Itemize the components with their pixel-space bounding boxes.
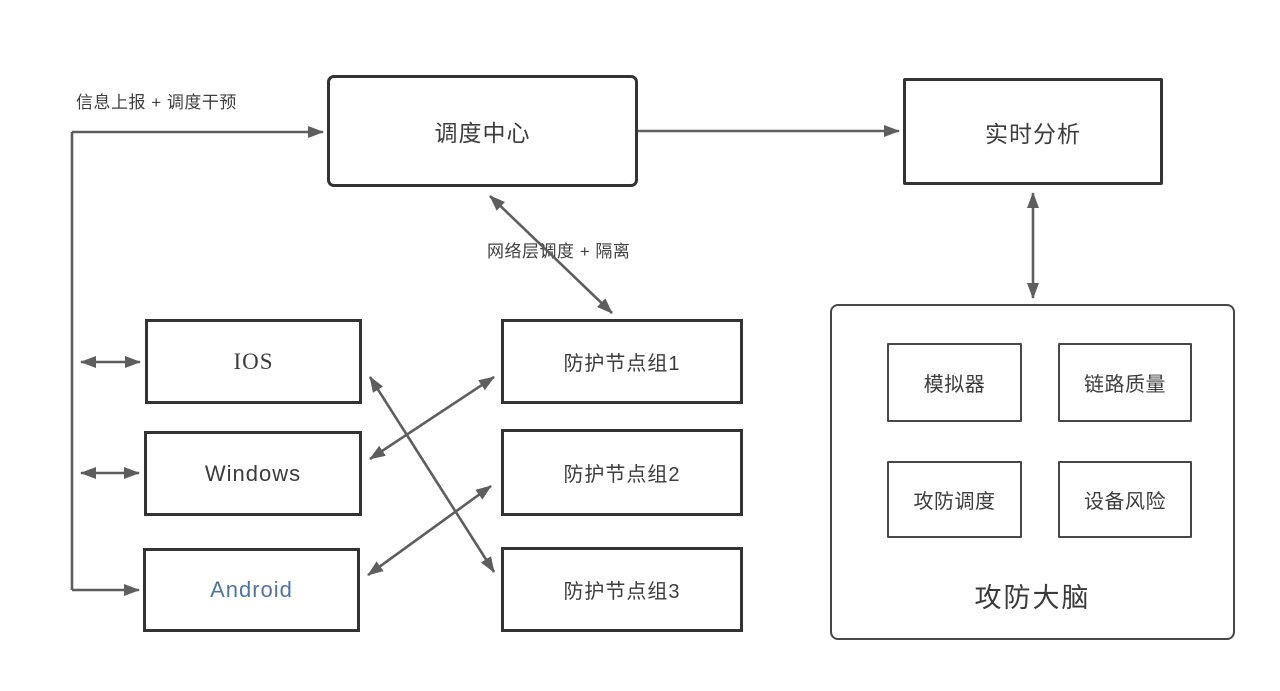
node-protect-group-3: 防护节点组3 [501,547,743,632]
edge-windows-group1 [369,375,495,461]
node-realtime-analysis: 实时分析 [903,78,1163,185]
edge-ios-group3 [368,376,496,573]
node-device-risk: 设备风险 [1058,461,1192,538]
edge-label-info-report: 信息上报 + 调度干预 [76,93,237,112]
edge-label-network-dispatch: 网络层调度 + 隔离 [487,242,631,261]
node-simulator: 模拟器 [887,343,1022,422]
node-protect-group-1: 防护节点组1 [501,319,743,404]
node-windows: Windows [144,431,362,516]
node-ios: IOS [145,319,362,404]
node-attack-defense-dispatch: 攻防调度 [887,461,1022,538]
node-link-quality: 链路质量 [1058,343,1192,422]
node-dispatch-center: 调度中心 [327,75,638,187]
node-android: Android [143,548,360,632]
node-protect-group-2: 防护节点组2 [501,429,743,516]
edge-android-group2 [367,484,492,577]
brain-title: 攻防大脑 [974,583,1091,613]
